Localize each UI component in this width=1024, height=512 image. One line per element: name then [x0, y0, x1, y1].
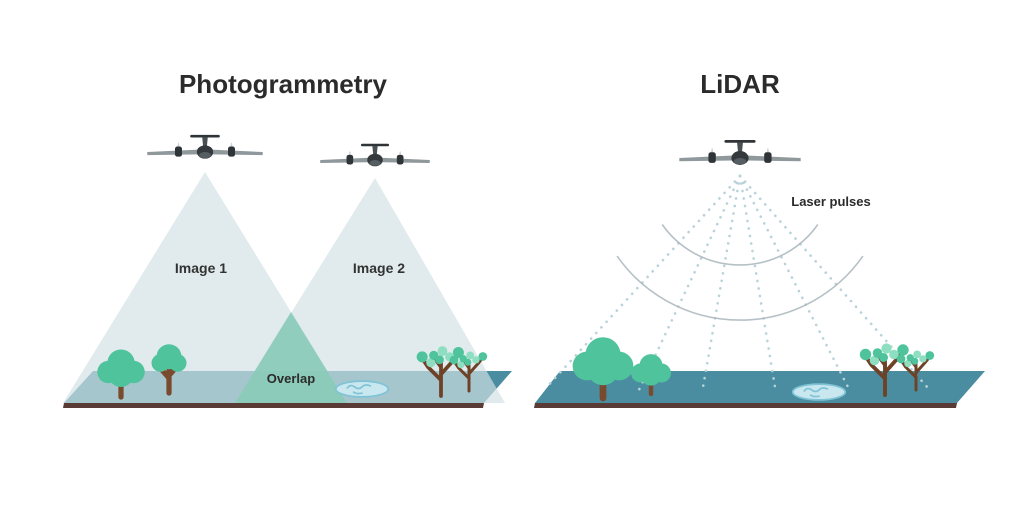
laser-pulse-arc [616, 255, 864, 321]
laser-beam [738, 174, 852, 393]
image2-label: Image 2 [353, 260, 405, 276]
ground-edge-right [534, 403, 957, 408]
lidar-title: LiDAR [700, 69, 780, 99]
airplane-icon [147, 134, 263, 159]
pond-icon [791, 383, 847, 401]
pond-icon [334, 380, 390, 398]
lidar-panel: LiDAR Laser pulses [534, 69, 985, 408]
photogrammetry-panel: Photogrammetry Image 1 Image 2 Overlap [63, 69, 512, 408]
ground-edge-left [63, 403, 484, 408]
image1-label: Image 1 [175, 260, 227, 276]
overlap-region [235, 312, 347, 403]
laser-beam [738, 174, 778, 395]
laser-beam [543, 174, 742, 391]
laser-pulses-label: Laser pulses [791, 194, 871, 209]
laser-pulse-arc [661, 224, 819, 266]
airplane-icon [679, 139, 801, 165]
photogrammetry-title: Photogrammetry [179, 69, 388, 99]
laser-beam [700, 174, 742, 395]
airplane-icon [320, 143, 430, 167]
overlap-label: Overlap [267, 371, 315, 386]
